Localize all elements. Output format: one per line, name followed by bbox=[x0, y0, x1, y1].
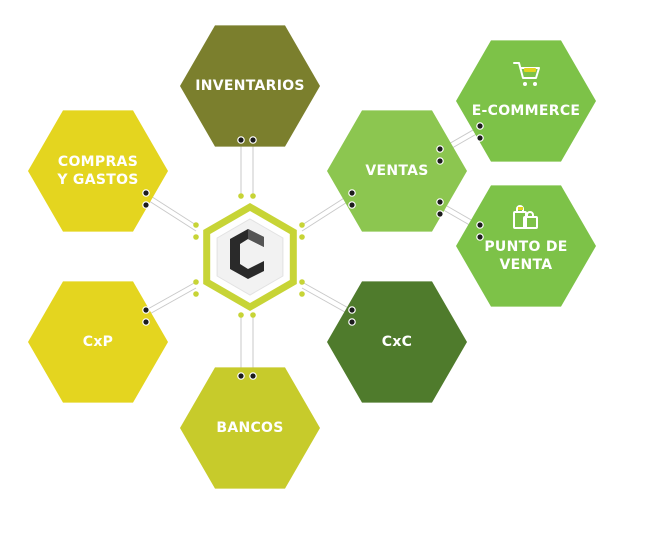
hexagon-cxc bbox=[327, 281, 467, 403]
connector-dot bbox=[436, 198, 444, 206]
connector-dot bbox=[142, 306, 150, 314]
connector-dot bbox=[299, 291, 305, 297]
hexagon-ventas bbox=[327, 110, 467, 232]
wire bbox=[301, 281, 353, 311]
module-label-cxc: CxC bbox=[382, 334, 412, 350]
connector-dot bbox=[476, 122, 484, 130]
wire bbox=[145, 192, 197, 226]
wire bbox=[301, 198, 353, 232]
module-ventas[interactable]: VENTAS bbox=[327, 110, 467, 232]
module-label-ventas: VENTAS bbox=[365, 163, 428, 179]
hub-node bbox=[203, 203, 297, 311]
connector-dot bbox=[250, 312, 256, 318]
module-label-puntoventa: PUNTO DE bbox=[484, 239, 567, 255]
module-cxc[interactable]: CxC bbox=[327, 281, 467, 403]
connector-dot bbox=[142, 189, 150, 197]
connector-dot bbox=[237, 372, 245, 380]
module-ecommerce[interactable]: E-COMMERCE bbox=[456, 40, 596, 162]
connector-dot bbox=[436, 210, 444, 218]
module-label-puntoventa: VENTA bbox=[500, 257, 553, 273]
module-label-compras: COMPRAS bbox=[58, 154, 138, 170]
connector-dot bbox=[237, 136, 245, 144]
connector-dot bbox=[348, 189, 356, 197]
module-label-bancos: BANCOS bbox=[216, 420, 283, 436]
wire bbox=[145, 281, 197, 311]
hexagon-inventarios bbox=[180, 25, 320, 147]
connector-dot bbox=[299, 222, 305, 228]
module-label-cxp: CxP bbox=[83, 334, 113, 350]
module-hexagons: INVENTARIOS COMPRAS Y GASTOS VENTAS E-COMMER… bbox=[28, 25, 596, 489]
c-logo-icon bbox=[230, 229, 264, 279]
connector-dot bbox=[250, 193, 256, 199]
connector-dot bbox=[348, 201, 356, 209]
connector-dot bbox=[476, 134, 484, 142]
connector-dot bbox=[476, 221, 484, 229]
connector-dot bbox=[142, 318, 150, 326]
module-cxp[interactable]: CxP bbox=[28, 281, 168, 403]
connector-dot bbox=[436, 157, 444, 165]
wire bbox=[145, 287, 197, 317]
connector-dot bbox=[299, 234, 305, 240]
connector-dots bbox=[142, 122, 484, 380]
connector-dot bbox=[238, 193, 244, 199]
connector-dot bbox=[193, 279, 199, 285]
shopping-cart-icon bbox=[513, 62, 540, 86]
module-label-ecommerce: E-COMMERCE bbox=[472, 103, 581, 119]
connector-dot bbox=[299, 279, 305, 285]
connector-dot bbox=[193, 222, 199, 228]
hexagon-cxp bbox=[28, 281, 168, 403]
connector-dot bbox=[436, 145, 444, 153]
module-bancos[interactable]: BANCOS bbox=[180, 367, 320, 489]
module-compras[interactable]: COMPRAS Y GASTOS bbox=[28, 110, 168, 232]
hexagon-compras bbox=[28, 110, 168, 232]
hexagon-bancos bbox=[180, 367, 320, 489]
connector-dot bbox=[348, 318, 356, 326]
connector-dot bbox=[249, 372, 257, 380]
connector-dot bbox=[249, 136, 257, 144]
connector-dot bbox=[348, 306, 356, 314]
hexagon-ecommerce bbox=[456, 40, 596, 162]
module-label-inventarios: INVENTARIOS bbox=[195, 78, 305, 94]
wire bbox=[145, 198, 197, 232]
wire bbox=[301, 287, 353, 317]
shopping-bags-icon bbox=[513, 205, 538, 229]
connector-dot bbox=[142, 201, 150, 209]
hexagon-puntoventa bbox=[456, 185, 596, 307]
connector-dot bbox=[238, 312, 244, 318]
connector-dot bbox=[193, 234, 199, 240]
module-label-compras: Y GASTOS bbox=[56, 172, 138, 188]
module-puntoventa[interactable]: PUNTO DE VENTA bbox=[456, 185, 596, 307]
connector-dot bbox=[193, 291, 199, 297]
connector-dot bbox=[476, 233, 484, 241]
module-inventarios[interactable]: INVENTARIOS bbox=[180, 25, 320, 147]
